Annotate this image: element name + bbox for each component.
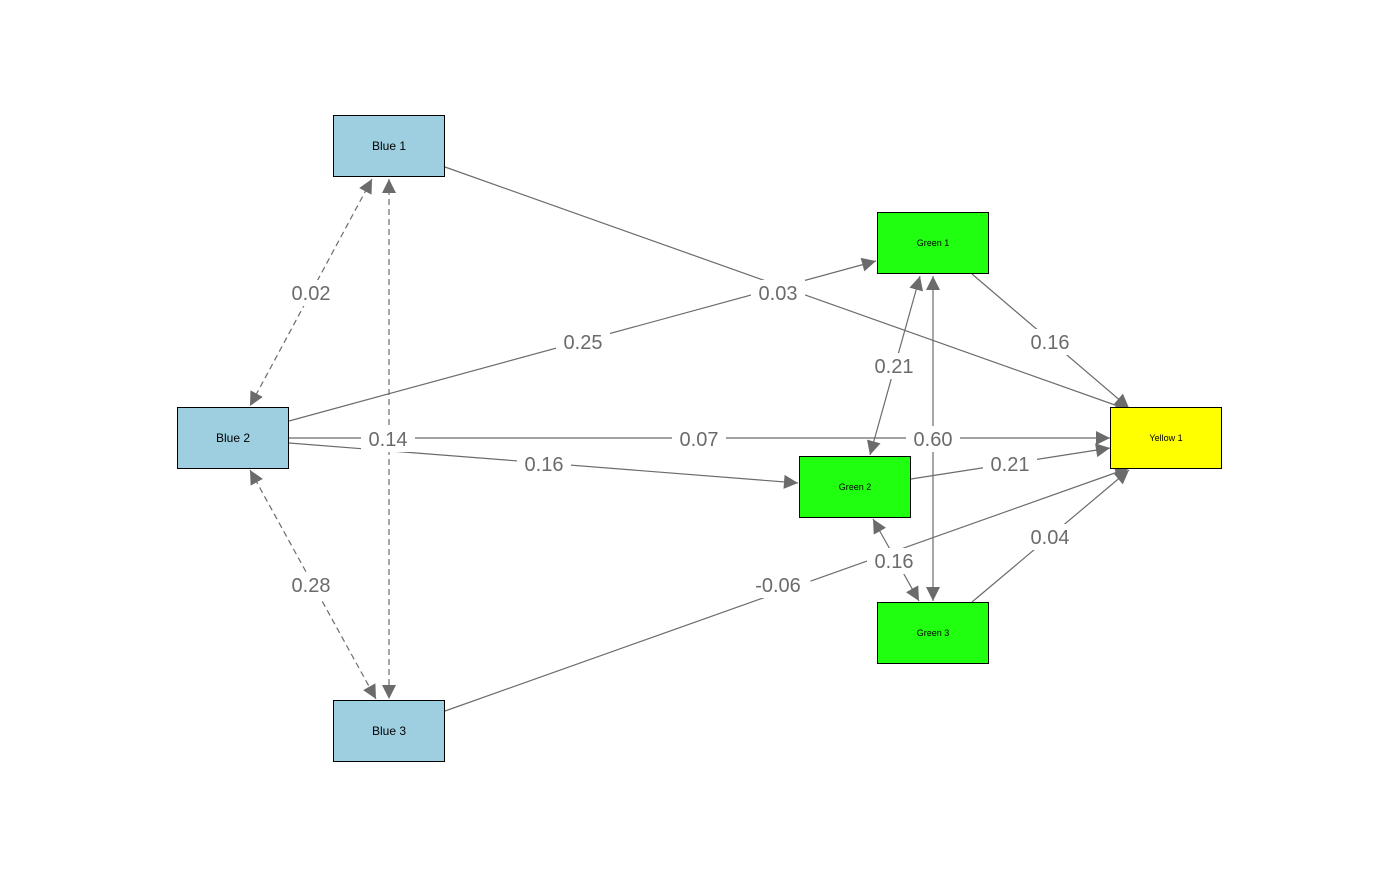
node-box xyxy=(333,115,445,177)
edge-label-background xyxy=(556,329,610,355)
node-label: Green 2 xyxy=(839,482,872,492)
node-box xyxy=(333,700,445,762)
edge-label-background xyxy=(867,353,921,379)
node-box xyxy=(177,407,289,469)
edge-coefficient-label: 0.21 xyxy=(875,356,914,378)
node-box xyxy=(877,602,989,664)
edge-label-background xyxy=(284,572,338,598)
edge-label-b1-b2: 0.02 xyxy=(284,280,338,306)
node-label: Green 3 xyxy=(917,628,950,638)
node-label: Blue 1 xyxy=(372,139,406,153)
edge-label-background xyxy=(751,280,805,306)
node-label: Blue 2 xyxy=(216,431,250,445)
edge-label-g1-y1: 0.16 xyxy=(1023,329,1077,355)
edge-label-background xyxy=(361,426,415,452)
edge-labels-layer: 0.02 0.14 0.28 0.03 0.25 0.07 0.16 -0.06 0.16 0.2… xyxy=(284,280,1077,598)
edge-label-background xyxy=(284,280,338,306)
node-label: Yellow 1 xyxy=(1149,433,1182,443)
edge-label-b3-y1: -0.06 xyxy=(745,572,811,598)
edge-coefficient-label: 0.28 xyxy=(292,575,331,597)
edge-label-b2-b3: 0.28 xyxy=(284,572,338,598)
edge-label-b1-y1: 0.03 xyxy=(751,280,805,306)
node-label: Blue 3 xyxy=(372,724,406,738)
edge-label-background xyxy=(745,572,811,598)
node-blue1: Blue 1 xyxy=(333,115,445,177)
edge-coefficient-label: 0.04 xyxy=(1031,527,1070,549)
node-box xyxy=(877,212,989,274)
nodes-layer: Blue 1 Blue 2 Blue 3 Green 1 Green 2 Green 3 Y… xyxy=(177,115,1222,762)
edge-coefficient-label: 0.16 xyxy=(1031,332,1070,354)
edge-coefficient-label: 0.02 xyxy=(292,283,331,305)
node-green1: Green 1 xyxy=(877,212,989,274)
edge-label-background xyxy=(1023,524,1077,550)
edge-coefficient-label: 0.03 xyxy=(759,283,798,305)
edge-label-background xyxy=(867,548,921,574)
node-green3: Green 3 xyxy=(877,602,989,664)
edge-b1-b2 xyxy=(249,178,373,407)
edge-label-b2-g2: 0.16 xyxy=(517,451,571,477)
node-green2: Green 2 xyxy=(799,456,911,518)
edge-label-background xyxy=(517,451,571,477)
edge-coefficient-label: 0.21 xyxy=(991,454,1030,476)
edge-coefficient-label: 0.07 xyxy=(680,429,719,451)
edge-coefficient-label: 0.60 xyxy=(914,429,953,451)
edge-label-background xyxy=(1023,329,1077,355)
edge-label-g1-g3: 0.60 xyxy=(906,426,960,452)
edge-label-g2-g3: 0.16 xyxy=(867,548,921,574)
node-box xyxy=(1110,407,1222,469)
node-blue3: Blue 3 xyxy=(333,700,445,762)
edge-label-b2-y1: 0.07 xyxy=(672,426,726,452)
edge-coefficient-label: 0.14 xyxy=(369,429,408,451)
edge-label-g1-g2: 0.21 xyxy=(867,353,921,379)
edge-label-background xyxy=(672,426,726,452)
edge-label-background xyxy=(983,451,1037,477)
edge-label-b1-b3: 0.14 xyxy=(361,426,415,452)
node-yellow1: Yellow 1 xyxy=(1110,407,1222,469)
edge-coefficient-label: 0.16 xyxy=(525,454,564,476)
edge-coefficient-label: 0.16 xyxy=(875,551,914,573)
edge-label-b2-g1: 0.25 xyxy=(556,329,610,355)
node-label: Green 1 xyxy=(917,238,950,248)
edge-label-background xyxy=(906,426,960,452)
edge-label-g3-y1: 0.04 xyxy=(1023,524,1077,550)
edge-coefficient-label: -0.06 xyxy=(755,575,801,597)
edge-coefficient-label: 0.25 xyxy=(564,332,603,354)
edge-label-g2-y1: 0.21 xyxy=(983,451,1037,477)
node-blue2: Blue 2 xyxy=(177,407,289,469)
node-box xyxy=(799,456,911,518)
